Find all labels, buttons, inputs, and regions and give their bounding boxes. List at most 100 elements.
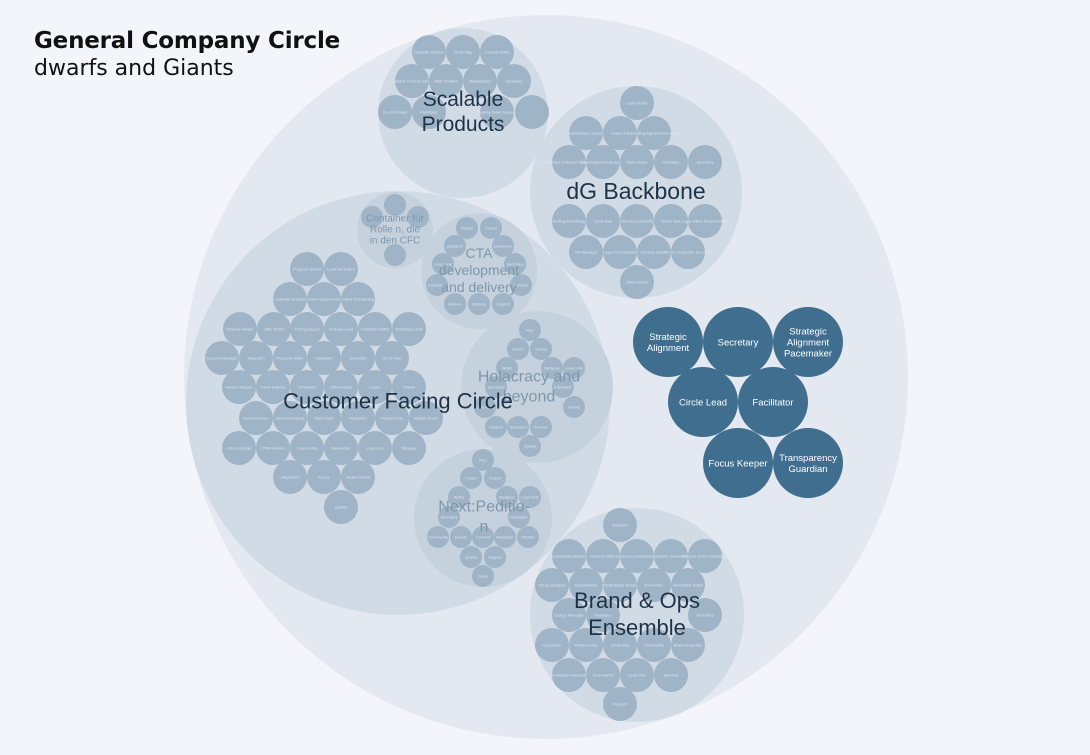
role-circle-brand[interactable]: [569, 568, 603, 602]
role-circle-customer[interactable]: [392, 431, 426, 465]
role-circle-backbone[interactable]: [569, 235, 603, 269]
role-circle-cta[interactable]: [456, 217, 478, 239]
role-circle-customer[interactable]: [341, 460, 375, 494]
role-circle-backbone[interactable]: [620, 86, 654, 120]
role-circle-customer[interactable]: [324, 431, 358, 465]
role-circle-brand[interactable]: [654, 658, 688, 692]
focused-role-strategic-alignment-pacemaker[interactable]: [773, 307, 843, 377]
role-circle-brand[interactable]: [654, 539, 688, 573]
role-circle-customer[interactable]: [341, 401, 375, 435]
role-circle-customer[interactable]: [409, 401, 443, 435]
role-circle-customer[interactable]: [290, 252, 324, 286]
role-circle-brand[interactable]: [637, 568, 671, 602]
role-circle-brand[interactable]: [637, 628, 671, 662]
role-circle-container[interactable]: [384, 244, 406, 266]
role-circle-customer[interactable]: [222, 431, 256, 465]
role-circle-brand[interactable]: [620, 658, 654, 692]
role-circle-holacracy[interactable]: [507, 338, 529, 360]
role-circle-nextpedition[interactable]: [460, 546, 482, 568]
role-circle-customer[interactable]: [358, 312, 392, 346]
role-circle-nextpedition[interactable]: [472, 565, 494, 587]
role-circle-customer[interactable]: [256, 431, 290, 465]
role-circle-customer[interactable]: [324, 490, 358, 524]
role-circle-container[interactable]: [361, 206, 383, 228]
role-circle-cta[interactable]: [492, 293, 514, 315]
role-circle-holacracy[interactable]: [496, 357, 518, 379]
role-circle-scalable[interactable]: [429, 64, 463, 98]
role-circle-holacracy[interactable]: [519, 435, 541, 457]
role-circle-holacracy[interactable]: [552, 376, 574, 398]
role-circle-nextpedition[interactable]: [438, 506, 460, 528]
focused-role-transparency-guardian[interactable]: [773, 428, 843, 498]
role-circle-brand[interactable]: [688, 598, 722, 632]
focused-role-secretary[interactable]: [703, 307, 773, 377]
role-circle-backbone[interactable]: [620, 204, 654, 238]
role-circle-backbone[interactable]: [637, 116, 671, 150]
role-circle-customer[interactable]: [239, 401, 273, 435]
role-circle-customer[interactable]: [307, 341, 341, 375]
role-circle-backbone[interactable]: [688, 145, 722, 179]
role-circle-nextpedition[interactable]: [448, 486, 470, 508]
role-circle-nextpedition[interactable]: [508, 506, 530, 528]
role-circle-customer[interactable]: [273, 460, 307, 494]
role-circle-backbone[interactable]: [671, 235, 705, 269]
role-circle-customer[interactable]: [290, 312, 324, 346]
role-circle-cta[interactable]: [480, 217, 502, 239]
role-circle-backbone[interactable]: [688, 204, 722, 238]
role-circle-nextpedition[interactable]: [427, 526, 449, 548]
role-circle-brand[interactable]: [569, 628, 603, 662]
role-circle-holacracy[interactable]: [474, 396, 496, 418]
role-circle-cta[interactable]: [426, 274, 448, 296]
role-circle-brand[interactable]: [603, 508, 637, 542]
role-circle-cta[interactable]: [468, 293, 490, 315]
role-circle-scalable[interactable]: [515, 95, 549, 129]
role-circle-customer[interactable]: [223, 312, 257, 346]
role-circle-customer[interactable]: [392, 312, 426, 346]
role-circle-customer[interactable]: [290, 370, 324, 404]
role-circle-scalable[interactable]: [412, 35, 446, 69]
role-circle-nextpedition[interactable]: [494, 526, 516, 548]
role-circle-scalable[interactable]: [480, 95, 514, 129]
role-circle-holacracy[interactable]: [530, 416, 552, 438]
role-circle-holacracy[interactable]: [507, 416, 529, 438]
role-circle-cta[interactable]: [504, 253, 526, 275]
role-circle-customer[interactable]: [324, 312, 358, 346]
role-circle-brand[interactable]: [671, 628, 705, 662]
role-circle-backbone[interactable]: [586, 145, 620, 179]
role-circle-scalable[interactable]: [497, 64, 531, 98]
role-circle-scalable[interactable]: [463, 64, 497, 98]
role-circle-holacracy[interactable]: [541, 357, 563, 379]
role-circle-customer[interactable]: [392, 370, 426, 404]
role-circle-brand[interactable]: [688, 539, 722, 573]
role-circle-customer[interactable]: [239, 341, 273, 375]
role-circle-nextpedition[interactable]: [450, 526, 472, 548]
role-circle-holacracy[interactable]: [519, 319, 541, 341]
role-circle-nextpedition[interactable]: [517, 526, 539, 548]
role-circle-brand[interactable]: [552, 539, 586, 573]
role-circle-holacracy[interactable]: [530, 338, 552, 360]
role-circle-holacracy[interactable]: [563, 396, 585, 418]
role-circle-scalable[interactable]: [378, 95, 412, 129]
role-circle-backbone[interactable]: [637, 235, 671, 269]
role-circle-nextpedition[interactable]: [472, 449, 494, 471]
focused-role-strategic-alignment[interactable]: [633, 307, 703, 377]
role-circle-customer[interactable]: [256, 370, 290, 404]
role-circle-customer[interactable]: [257, 312, 291, 346]
role-circle-scalable[interactable]: [395, 64, 429, 98]
role-circle-brand[interactable]: [552, 658, 586, 692]
role-circle-customer[interactable]: [358, 431, 392, 465]
role-circle-scalable[interactable]: [412, 95, 446, 129]
role-circle-cta[interactable]: [444, 293, 466, 315]
focused-role-focus-keeper[interactable]: [703, 428, 773, 498]
role-circle-customer[interactable]: [205, 341, 239, 375]
role-circle-cta[interactable]: [432, 253, 454, 275]
role-circle-scalable[interactable]: [480, 35, 514, 69]
role-circle-customer[interactable]: [341, 282, 375, 316]
role-circle-holacracy[interactable]: [485, 416, 507, 438]
focused-role-circle-lead[interactable]: [668, 367, 738, 437]
role-circle-backbone[interactable]: [620, 145, 654, 179]
nextpedition-circle[interactable]: [414, 449, 552, 587]
role-circle-backbone[interactable]: [620, 265, 654, 299]
role-circle-backbone[interactable]: [552, 204, 586, 238]
